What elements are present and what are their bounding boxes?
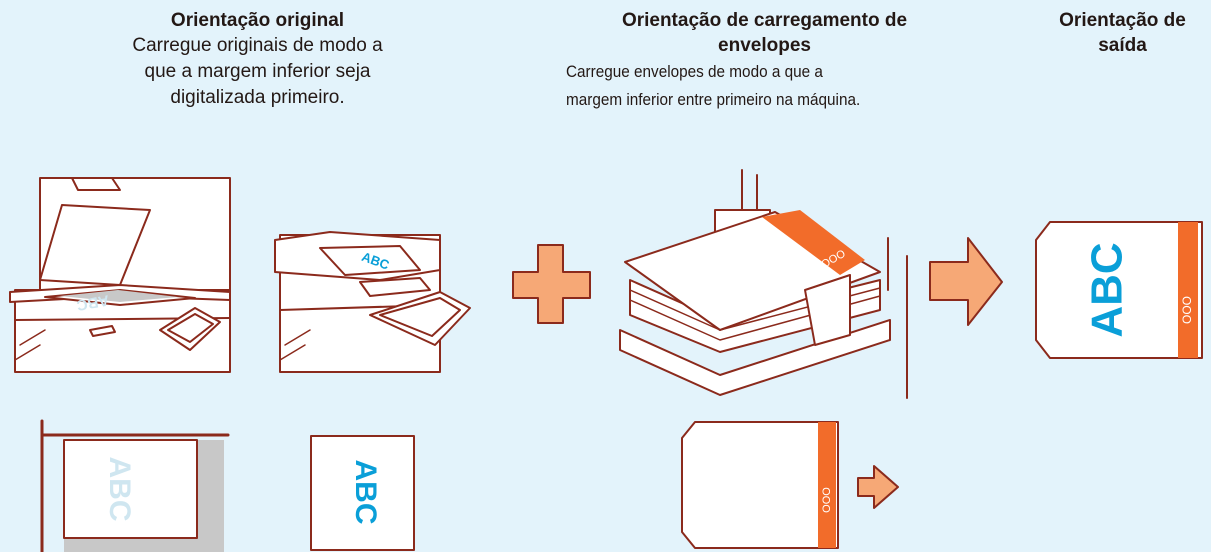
original-orientation-line-2: que a margem inferior seja bbox=[144, 61, 371, 82]
flatbed-scanner-icon: ABC bbox=[9, 177, 231, 373]
plus-icon bbox=[512, 244, 591, 324]
large-arrow-icon bbox=[929, 237, 1003, 326]
envelope-loading-line-1: Carregue envelopes de modo a que a bbox=[566, 62, 823, 81]
original-orientation-line-3: digitalizada primeiro. bbox=[170, 87, 345, 108]
adf-scanner-icon: ABC bbox=[274, 231, 471, 373]
envelope-loading-line-2: margem inferior entre primeiro na máquin… bbox=[566, 90, 861, 109]
output-envelope-icon: ABC OOO bbox=[1035, 221, 1203, 359]
adf-page-icon: ABC bbox=[310, 435, 415, 551]
output-orientation-title-line-1: Orientação de bbox=[1059, 10, 1186, 31]
glass-placement-icon: ABC bbox=[40, 419, 230, 552]
scanned-page-abc-text: ABC bbox=[75, 291, 110, 313]
envelope-loading-title-line-1: Orientação de carregamento de bbox=[621, 10, 908, 31]
original-orientation-line-1: Carregue originais de modo a bbox=[132, 35, 383, 56]
envelope-loading-title-line-2: envelopes bbox=[718, 35, 811, 56]
envelope-loading-example-icon: OOO bbox=[681, 421, 899, 549]
output-orientation-title-line-2: saída bbox=[1098, 35, 1147, 56]
glass-page-abc-text: ABC bbox=[103, 457, 136, 522]
output-orientation-section: Orientação de saída bbox=[1030, 8, 1211, 58]
original-orientation-section: Orientação original Carregue originais d… bbox=[95, 8, 420, 111]
output-envelope-ooo-text: OOO bbox=[1180, 296, 1194, 324]
original-orientation-title: Orientação original bbox=[170, 10, 345, 31]
example-envelope-ooo-text: OOO bbox=[821, 487, 833, 513]
envelope-loading-section: Orientação de carregamento de envelopes … bbox=[566, 8, 963, 114]
small-arrow-icon bbox=[857, 465, 899, 509]
envelope-feeder-icon: OOO bbox=[619, 169, 908, 399]
output-envelope-abc-text: ABC bbox=[1083, 242, 1132, 337]
adf-loaded-page-abc-text: ABC bbox=[349, 460, 382, 525]
